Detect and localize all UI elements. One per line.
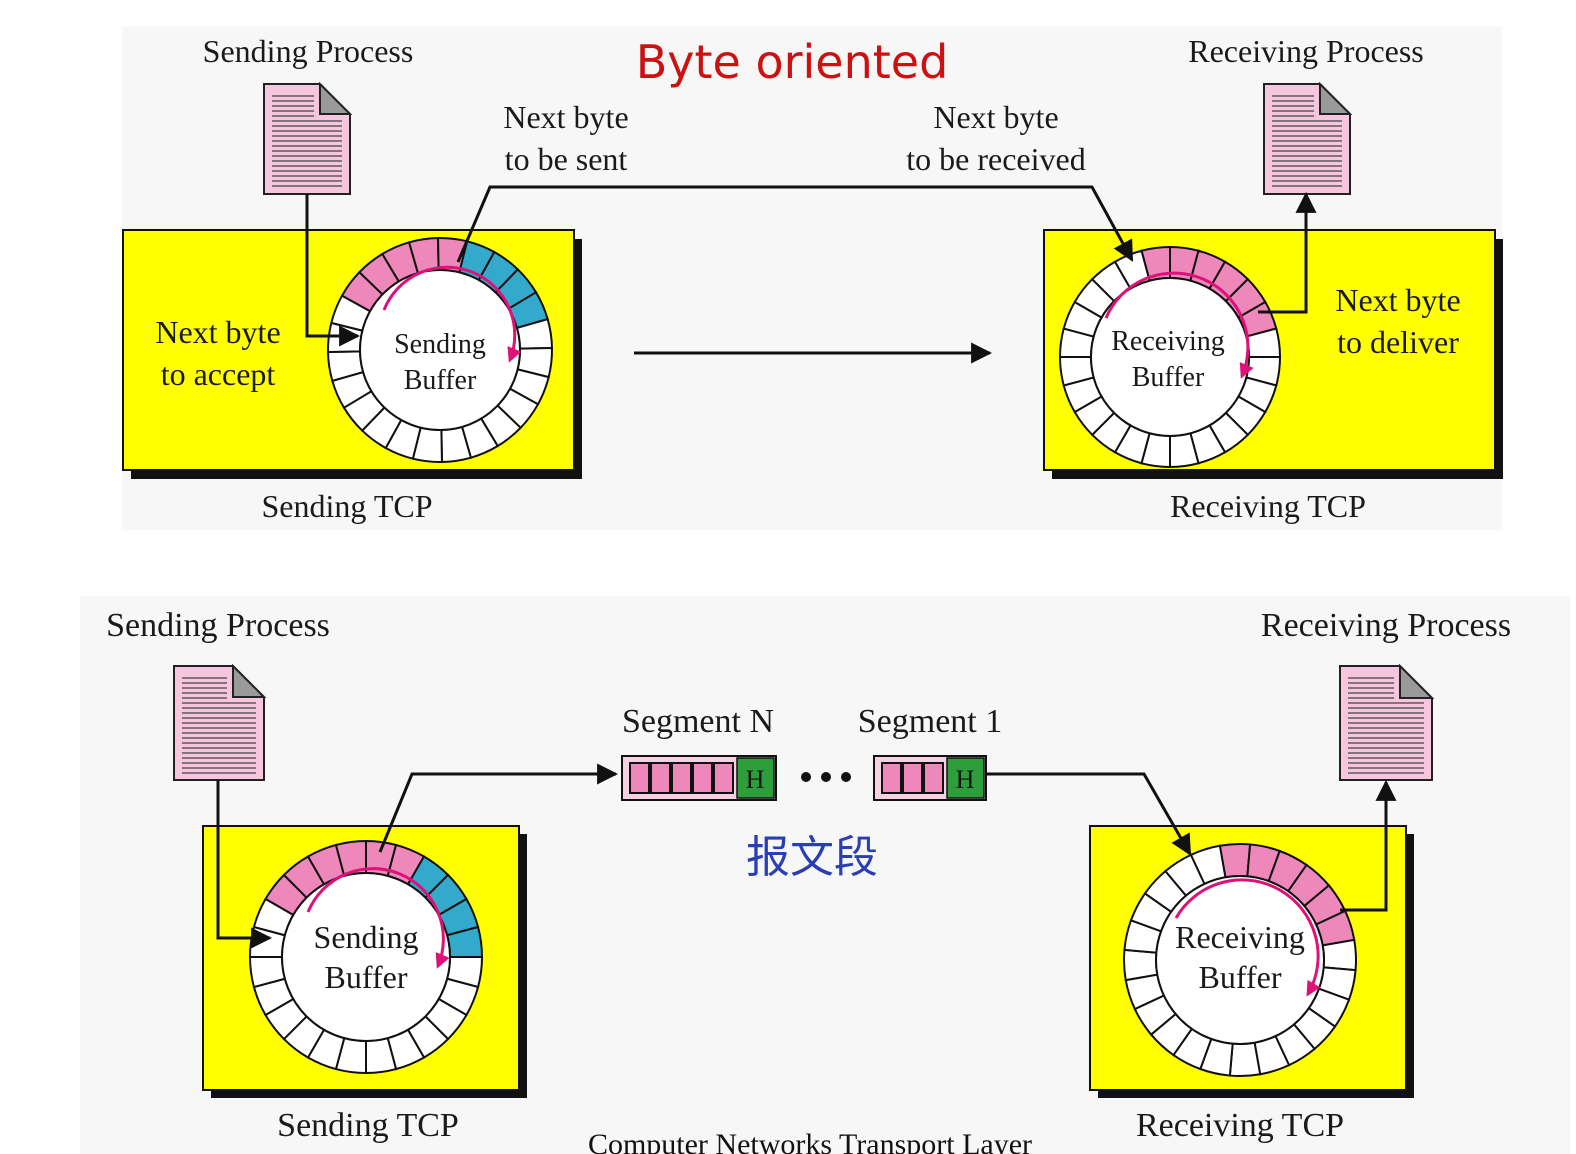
bottom-sending-buffer-label-2: Buffer — [325, 959, 408, 995]
segment-byte — [881, 762, 902, 794]
top-sending-buffer-label-2: Buffer — [404, 365, 477, 396]
bottom-sending-buffer-ring — [248, 839, 484, 1075]
top-receiving-process-label: Receiving Process — [1188, 33, 1424, 69]
bottom-receiving-rotation-arrow — [1174, 878, 1321, 997]
segment-1: H — [873, 755, 987, 801]
top-sent-arrow — [456, 185, 1134, 263]
top-next-byte-accept-label-1: Next byte — [155, 314, 280, 350]
segment-n-label: Segment N — [622, 703, 774, 740]
ellipsis-dot — [841, 772, 851, 782]
segment-1-header-label: H — [956, 765, 975, 794]
top-next-byte-sent-label-2: to be sent — [505, 141, 628, 177]
segment-n-header-label: H — [746, 765, 765, 794]
top-sending-buffer-label-1: Sending — [394, 329, 486, 360]
segment-byte — [692, 762, 713, 794]
segment-byte — [923, 762, 944, 794]
bottom-send-arrow — [378, 763, 619, 853]
buffer-slot — [1228, 1041, 1262, 1077]
footer-text: Computer Networks Transport Layer — [588, 1128, 1032, 1154]
bottom-receiving-buffer-ring — [1123, 843, 1357, 1077]
top-next-byte-received-label-2: to be received — [906, 141, 1085, 177]
bottom-deliver-arrow — [1340, 779, 1397, 912]
segment-1-header — [946, 757, 985, 799]
segment-byte — [629, 762, 650, 794]
bottom-receiving-buffer-label-2: Buffer — [1199, 959, 1282, 995]
top-next-byte-sent-label-1: Next byte — [503, 99, 628, 135]
top-deliver-arrow — [1258, 191, 1317, 314]
segment-n: H — [621, 755, 777, 801]
top-receiving-tcp-label: Receiving TCP — [1170, 488, 1366, 524]
ellipsis-dot — [801, 772, 811, 782]
buffer-slot — [1321, 938, 1357, 972]
bottom-receiving-tcp-label: Receiving TCP — [1136, 1107, 1344, 1144]
top-diagram: Byte oriented Sending Process Receiving … — [122, 26, 1503, 530]
document-icon — [173, 663, 267, 781]
segment-n-data-bytes — [629, 762, 734, 794]
segment-n-header — [736, 757, 775, 799]
segment-1-data-bytes — [881, 762, 944, 794]
segment-annotation: 报文段 — [746, 832, 878, 883]
bottom-receiving-buffer-label-1: Receiving — [1175, 919, 1305, 955]
buffer-center — [1090, 277, 1250, 437]
segment-1-label: Segment 1 — [858, 703, 1002, 740]
top-sending-process-label: Sending Process — [203, 33, 414, 69]
ellipsis-dot — [821, 772, 831, 782]
page-title: Byte oriented — [636, 35, 949, 89]
document-fold — [319, 81, 353, 115]
bottom-accept-arrow — [216, 780, 273, 949]
bottom-sending-process-label: Sending Process — [106, 607, 330, 644]
top-next-byte-accept-label-2: to accept — [161, 356, 276, 392]
bottom-diagram: Sending Process Receiving Process Sendin… — [80, 596, 1570, 1154]
document-fold — [1319, 81, 1353, 115]
document-fold — [1399, 663, 1435, 699]
bottom-receive-arrow — [986, 772, 1192, 856]
document-icon — [1263, 81, 1353, 195]
segment-byte — [671, 762, 692, 794]
segment-ellipsis — [801, 772, 851, 782]
top-receiving-buffer-label-1: Receiving — [1111, 326, 1225, 357]
bottom-receiving-process-label: Receiving Process — [1261, 607, 1511, 644]
top-receiving-rotation-arrow — [1104, 271, 1254, 379]
top-next-byte-deliver-label-1: Next byte — [1335, 282, 1460, 318]
top-sending-tcp-label: Sending TCP — [262, 488, 433, 524]
top-next-byte-deliver-label-2: to deliver — [1337, 324, 1459, 360]
segment-byte — [650, 762, 671, 794]
buffer-center — [1155, 875, 1325, 1045]
document-icon — [263, 81, 353, 195]
segment-byte — [713, 762, 734, 794]
document-icon — [1339, 663, 1435, 781]
segment-byte — [902, 762, 923, 794]
bottom-sending-rotation-arrow — [306, 867, 450, 969]
top-next-byte-received-label-1: Next byte — [933, 99, 1058, 135]
document-fold — [232, 663, 267, 698]
bottom-sending-tcp-label: Sending TCP — [277, 1107, 459, 1144]
top-sending-rotation-arrow — [382, 265, 522, 363]
top-receiving-buffer-label-2: Buffer — [1132, 362, 1205, 393]
top-accept-arrow — [305, 194, 361, 347]
buffer-center — [281, 872, 451, 1042]
buffer-slot — [1123, 948, 1159, 982]
bottom-sending-buffer-label-1: Sending — [314, 919, 419, 955]
